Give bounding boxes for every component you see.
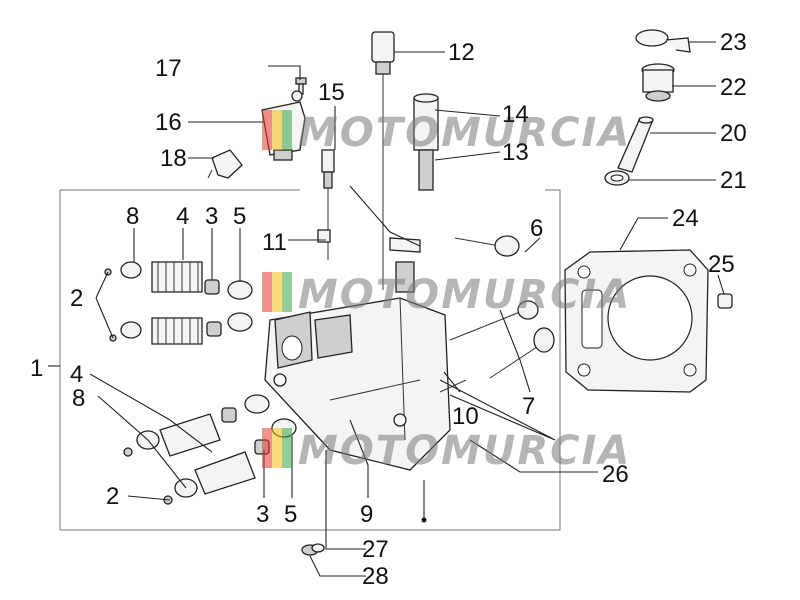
callout-18: 18 — [160, 145, 187, 172]
part-4-springs-upper — [151, 261, 203, 345]
watermark-3: MOTOMURCIA — [262, 428, 631, 474]
callout-6: 6 — [530, 215, 543, 242]
part-6-intake-valve — [454, 235, 520, 257]
part-22-thermostat — [641, 63, 675, 102]
part-21-hose-clamp — [604, 170, 630, 186]
part-12-sensor — [371, 31, 395, 290]
watermark-1: MOTOMURCIA — [262, 110, 631, 156]
part-3-seals-lower — [221, 407, 270, 455]
callout-14: 14 — [502, 101, 529, 128]
callout-12: 12 — [448, 39, 475, 66]
callout-3-lower: 3 — [256, 501, 269, 528]
callout-8-upper: 8 — [126, 203, 139, 230]
callout-8-lower: 8 — [72, 385, 85, 412]
callout-5-lower: 5 — [284, 501, 297, 528]
part-10-stud — [439, 379, 467, 393]
callout-7: 7 — [522, 393, 535, 420]
part-27-28-bolt-washer — [301, 543, 325, 556]
callout-10: 10 — [452, 403, 479, 430]
part-24-head-gasket — [564, 249, 709, 393]
part-5-washers-upper — [227, 280, 253, 332]
part-18-clamp — [207, 149, 243, 179]
part-2-keepers-upper — [104, 268, 117, 342]
callout-15: 15 — [318, 79, 345, 106]
part-4-springs-lower — [159, 413, 256, 495]
part-14-sensor-body — [413, 93, 439, 191]
callout-26: 26 — [602, 461, 629, 488]
watermark-text: MOTOMURCIA — [298, 110, 631, 156]
callout-23: 23 — [720, 29, 747, 56]
part-7-valves — [449, 300, 555, 379]
callout-25: 25 — [708, 251, 735, 278]
part-23-ring-gasket — [635, 29, 691, 53]
callout-20: 20 — [720, 120, 747, 147]
callout-21: 21 — [720, 167, 747, 194]
part-8-retainers-upper — [120, 261, 142, 339]
reference-dot — [421, 517, 427, 523]
callout-17: 17 — [155, 55, 182, 82]
part-3-seals-upper — [204, 279, 222, 337]
leader-lines — [48, 41, 725, 577]
callout-11: 11 — [262, 229, 287, 256]
callout-5-upper: 5 — [233, 203, 246, 230]
callout-3-upper: 3 — [205, 203, 218, 230]
part-25-dowel-pin — [717, 293, 733, 309]
callout-16: 16 — [155, 109, 182, 136]
callout-4-upper: 4 — [176, 203, 189, 230]
callout-27: 27 — [362, 536, 389, 563]
cylinder-head — [264, 237, 451, 471]
callout-4-lower: 4 — [70, 361, 83, 388]
part-15-temperature-sensor — [321, 149, 335, 260]
callout-13: 13 — [502, 139, 529, 166]
part-20-hose — [617, 116, 654, 173]
callout-1: 1 — [30, 355, 43, 382]
watermark-text: MOTOMURCIA — [298, 272, 631, 318]
part-2-keepers-lower — [123, 447, 173, 505]
watermark-2: MOTOMURCIA — [262, 272, 631, 318]
watermark-text: MOTOMURCIA — [298, 428, 631, 474]
callout-2-upper: 2 — [70, 285, 83, 312]
callout-labels: 12 17 15 16 18 14 13 23 22 20 21 24 25 8… — [30, 29, 747, 590]
callout-9: 9 — [360, 501, 373, 528]
part-11-pin — [317, 229, 331, 243]
callout-22: 22 — [720, 74, 747, 101]
callout-28: 28 — [362, 563, 389, 590]
callout-24: 24 — [672, 205, 699, 232]
assembly-frame — [59, 189, 561, 531]
callout-2-lower: 2 — [106, 483, 119, 510]
